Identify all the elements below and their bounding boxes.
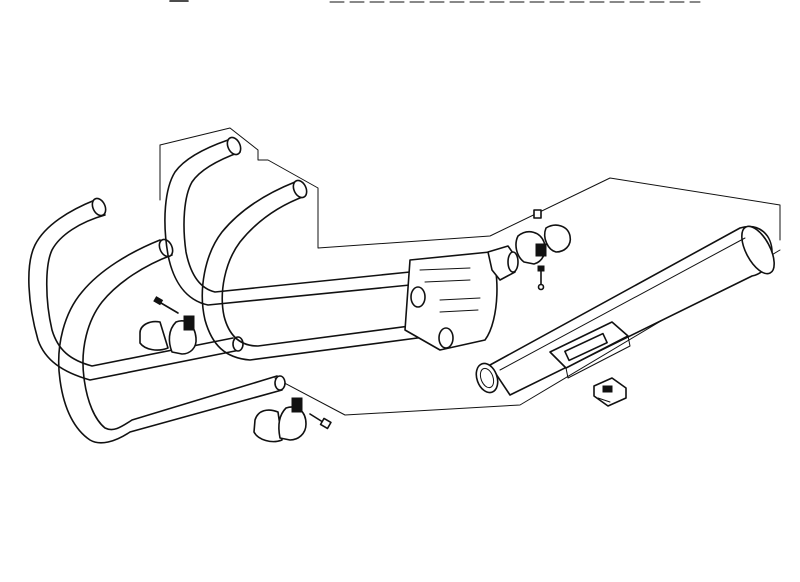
collector bbox=[404, 245, 519, 351]
cropped-top-edge-marks bbox=[169, 0, 701, 3]
rubber-mount bbox=[593, 377, 627, 407]
left-clamp-set-upper bbox=[139, 296, 197, 355]
collector-clamp-set bbox=[515, 209, 572, 291]
nut-icon bbox=[533, 209, 542, 219]
front-header-pipe-right bbox=[57, 238, 286, 444]
gasket-icon bbox=[139, 320, 169, 351]
left-clamp-set-lower bbox=[253, 397, 332, 443]
rear-header-pipe-assembly bbox=[164, 136, 441, 361]
front-header-pipe-left bbox=[28, 197, 244, 381]
muffler bbox=[475, 225, 775, 396]
bolt-icon bbox=[160, 302, 179, 314]
gasket-icon bbox=[253, 409, 283, 443]
assembly-outline bbox=[159, 127, 781, 416]
